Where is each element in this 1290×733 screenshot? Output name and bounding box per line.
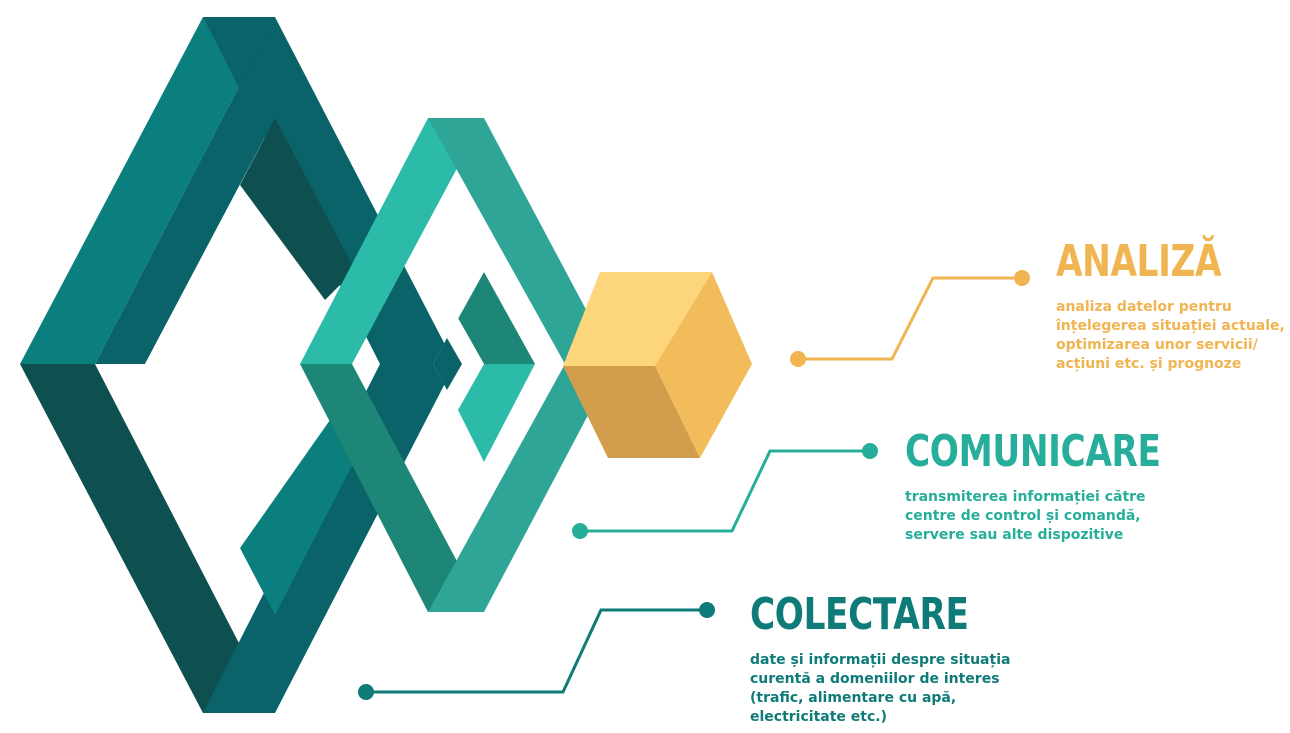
cube-right-face — [655, 272, 752, 458]
connector-comunicare-end-dot — [862, 443, 878, 459]
large-frame-bottom-left-face — [20, 364, 275, 713]
medium-frame-top-right-face — [428, 118, 615, 364]
yellow-cube — [563, 272, 752, 458]
stage-analiza: ANALIZĂ analiza datelor pentru înțeleger… — [1056, 240, 1290, 374]
stage-colectare: COLECTARE date și informații despre situ… — [750, 593, 1070, 727]
large-frame-top-left-face — [20, 17, 275, 364]
large-diamond-frame — [20, 17, 455, 713]
medium-frame-top-left-face — [300, 118, 484, 364]
stage-analiza-description: analiza datelor pentru înțelegerea situa… — [1056, 299, 1285, 372]
medium-frame-hole-shadow — [433, 338, 462, 390]
large-frame-inner-top-right-face — [240, 118, 355, 300]
medium-frame-bottom-left-face — [300, 364, 484, 612]
large-frame-inner-top-face — [95, 17, 275, 364]
connector-analiza — [790, 270, 1030, 367]
connector-colectare-end-dot — [699, 602, 715, 618]
connector-colectare-start-dot — [358, 684, 374, 700]
connector-comunicare-start-dot — [572, 523, 588, 539]
cube-top-face — [563, 272, 712, 366]
connector-analiza-start-dot — [790, 351, 806, 367]
stage-comunicare-title: COMUNICARE — [905, 426, 1161, 477]
large-frame-inner-bottom-face — [240, 420, 360, 615]
large-frame-hole — [145, 185, 330, 548]
connector-colectare — [358, 602, 715, 700]
stage-comunicare: COMUNICARE transmiterea informației cătr… — [905, 430, 1225, 545]
cube-left-face — [563, 366, 700, 458]
medium-frame-hole-lower — [458, 364, 535, 462]
medium-frame-bottom-right-face — [428, 364, 615, 612]
stage-colectare-title: COLECTARE — [750, 589, 969, 640]
stage-comunicare-description: transmiterea informației către centre de… — [905, 489, 1146, 543]
stage-analiza-title: ANALIZĂ — [1056, 236, 1222, 287]
connector-comunicare — [572, 443, 878, 539]
stage-colectare-description: date și informații despre situația curen… — [750, 652, 1011, 725]
connector-analiza-end-dot — [1014, 270, 1030, 286]
medium-diamond-frame — [300, 118, 615, 612]
